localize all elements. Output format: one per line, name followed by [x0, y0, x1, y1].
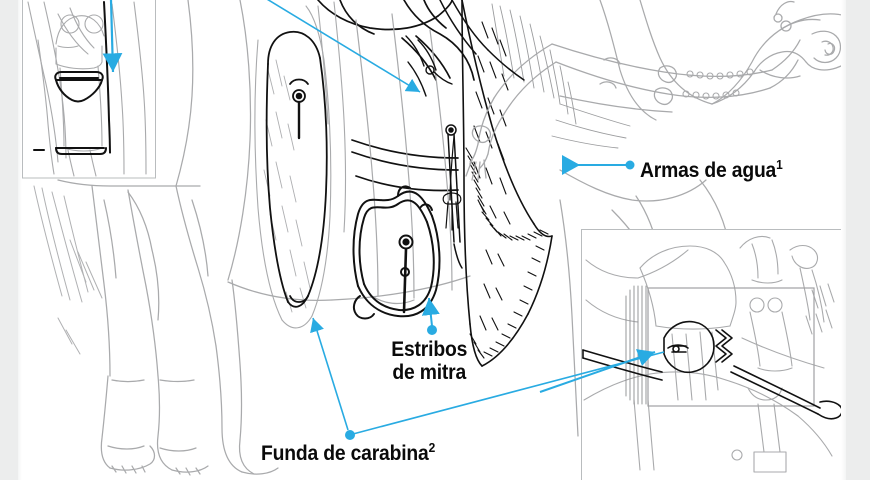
leader-estribos-de-mitra: [421, 297, 440, 327]
leader-funda-carabina-right: [352, 351, 665, 435]
label-estribos-line1: Estribos: [391, 338, 468, 361]
label-estribos-de-mitra: Estribos de mitra: [391, 338, 467, 384]
page-margin-right: [841, 0, 870, 480]
label-funda-de-carabina: Funda de carabina2: [261, 436, 435, 465]
bridle-and-reins: [465, 13, 821, 181]
mitre-stirrup: [352, 185, 441, 320]
harness-details: [405, 35, 453, 97]
horse-hair-hatching: [491, 3, 631, 149]
water-arms-fringe: [465, 147, 549, 359]
stirrup-strap: [445, 124, 463, 269]
water-arms-panel: [461, 0, 553, 367]
label-estribos-line2: de mitra: [392, 361, 467, 384]
saddle-structure: [317, 0, 475, 192]
saddle-tassel: [442, 135, 462, 231]
leader-dot-armas: [625, 160, 635, 170]
inset-top-left-artwork: [22, 0, 156, 179]
horse-outline: [33, 0, 860, 476]
label-funda-de-carabina-footnote: 2: [428, 440, 436, 455]
label-armas-de-agua: Armas de agua1: [640, 153, 783, 182]
label-armas-de-agua-text: Armas de agua: [640, 159, 777, 182]
label-funda-de-carabina-text: Funda de carabina: [261, 442, 429, 465]
saddle-skirt: [317, 1, 347, 233]
carbine-holster-case: [265, 30, 328, 308]
page-margin-left: [0, 0, 22, 480]
inset-bottom-right-artwork: [539, 229, 846, 480]
leader-dot-funda: [345, 430, 355, 440]
leader-top-diagonal: [266, 0, 421, 93]
leader-dot-estribos: [427, 325, 437, 335]
leader-funda-carabina-up: [310, 317, 349, 431]
leader-lines: [266, 0, 665, 440]
saddle-pad: [355, 13, 453, 305]
water-arms-hatching: [473, 21, 511, 331]
inset-top-left-arrow: [102, 0, 123, 73]
label-armas-de-agua-footnote: 1: [776, 157, 783, 172]
breast-collar: [439, 0, 525, 81]
